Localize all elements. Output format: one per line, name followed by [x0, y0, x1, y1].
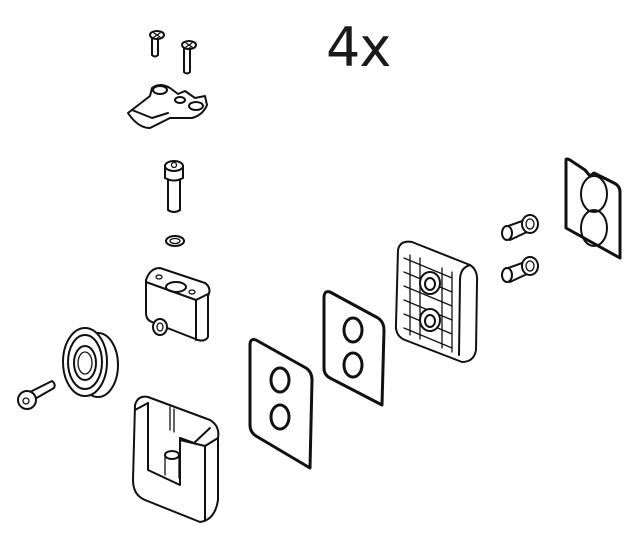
shoulder-screw-icon — [501, 214, 539, 241]
cap-screw-icon — [164, 160, 184, 213]
quantity-label: 4x — [326, 16, 391, 79]
axle-block-icon — [145, 267, 211, 342]
ribbed-pad-icon — [394, 240, 479, 363]
gasket-plate-icon — [248, 338, 314, 470]
shoulder-screw-icon — [501, 256, 539, 283]
clamp-bracket-icon — [127, 84, 208, 129]
adhesive-pad-icon — [564, 157, 622, 260]
axle-screw-icon — [17, 380, 56, 410]
washer-icon — [165, 235, 185, 247]
gasket-plate-icon — [322, 290, 386, 407]
small-screw-icon — [181, 40, 197, 75]
roller-wheel-icon — [62, 327, 119, 398]
small-screw-icon — [149, 30, 165, 58]
u-housing-icon — [132, 395, 220, 523]
